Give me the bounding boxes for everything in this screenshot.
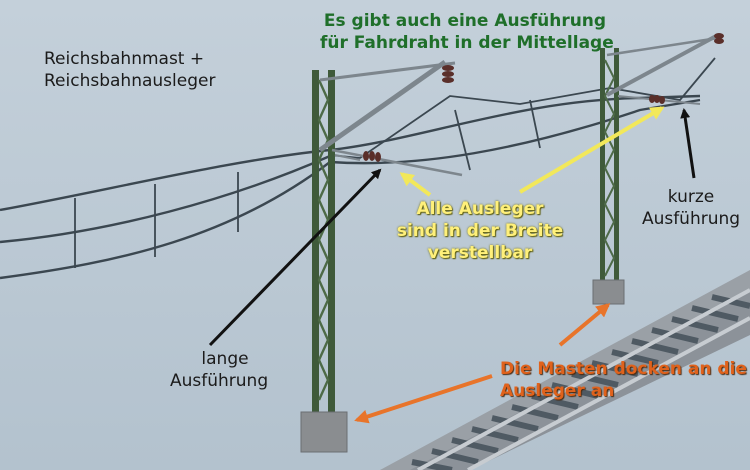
- adjustable-line-3: verstellbar: [427, 243, 533, 263]
- short-version-line-1: kurze: [667, 187, 715, 207]
- center-position-line-2: für Fahrdraht in der Mittellage: [320, 33, 614, 53]
- short-version-arrow: [680, 108, 696, 179]
- adjustable-line-1: Alle Ausleger: [416, 199, 544, 219]
- long-version-line-2: Ausführung: [170, 371, 269, 391]
- long-version-label: lange Ausführung: [170, 348, 280, 392]
- mast-left: [300, 59, 463, 453]
- adjustable-arrow-left: [399, 172, 432, 197]
- docking-line-2: Ausleger an: [500, 381, 615, 401]
- center-position-label: Es gibt auch eine Ausführung für Fahrdra…: [320, 10, 614, 54]
- mast-right: [592, 33, 724, 305]
- adjustable-label: Alle Ausleger sind in der Breite verstel…: [382, 198, 578, 264]
- adjustable-arrow-right: [518, 106, 665, 194]
- adjustable-line-2: sind in der Breite: [396, 221, 564, 241]
- mast-type-line-2: Reichsbahnausleger: [44, 71, 216, 91]
- long-version-line-1: lange: [201, 349, 249, 369]
- docking-line-1: Die Masten docken an die: [500, 359, 747, 379]
- mast-type-line-1: Reichsbahnmast +: [44, 49, 205, 69]
- docking-label: Die Masten docken an die Ausleger an: [500, 358, 747, 402]
- long-version-arrow: [208, 168, 382, 347]
- railway-track: [380, 270, 750, 470]
- docking-arrow-left: [354, 374, 493, 424]
- docking-arrow-right: [558, 303, 611, 347]
- mast-type-label: Reichsbahnmast + Reichsbahnausleger: [44, 48, 215, 92]
- center-position-line-1: Es gibt auch eine Ausführung: [323, 11, 607, 31]
- short-version-line-2: Ausführung: [641, 209, 741, 229]
- short-version-label: kurze Ausführung: [634, 186, 748, 230]
